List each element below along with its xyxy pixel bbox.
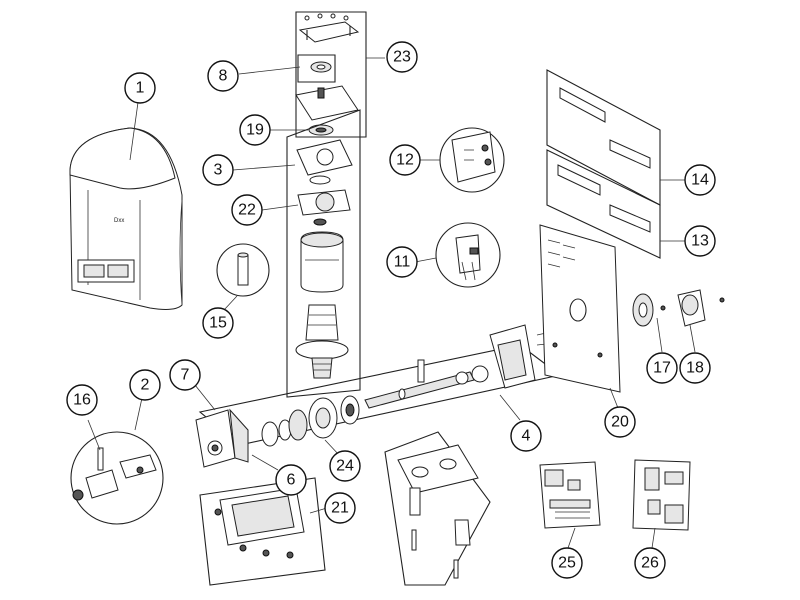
svg-text:Dxx: Dxx — [114, 218, 124, 224]
part-14-rack-cover — [546, 69, 685, 206]
svg-text:3: 3 — [214, 162, 223, 179]
svg-text:1: 1 — [136, 80, 145, 97]
svg-text:22: 22 — [238, 202, 256, 219]
part-7-bracket — [194, 384, 279, 471]
part-8-spacer — [238, 54, 336, 83]
housing-brand-logo: Dxx — [114, 218, 124, 224]
svg-text:15: 15 — [209, 315, 227, 332]
callout-22: 22 — [231, 194, 263, 226]
callout-11: 11 — [386, 246, 418, 278]
callout-7: 7 — [169, 359, 201, 391]
part-11-switch — [414, 222, 501, 288]
motor-assembly-3 — [232, 109, 361, 398]
part-12-plate — [420, 127, 505, 193]
gearbox-base-4 — [198, 324, 566, 447]
callout-15: 15 — [202, 307, 234, 339]
callout-6: 6 — [275, 464, 307, 496]
callout-19: 19 — [239, 114, 271, 146]
svg-text:4: 4 — [522, 428, 531, 445]
svg-text:26: 26 — [641, 555, 659, 572]
callout-13: 13 — [684, 225, 716, 257]
svg-text:23: 23 — [393, 49, 411, 66]
part-18-cap — [677, 289, 725, 353]
callout-24: 24 — [329, 450, 361, 482]
svg-text:13: 13 — [691, 233, 709, 250]
foundation-plate — [384, 431, 491, 586]
svg-text:17: 17 — [653, 360, 671, 377]
callout-12: 12 — [389, 144, 421, 176]
svg-text:2: 2 — [141, 377, 150, 394]
callout-23: 23 — [386, 41, 418, 73]
callout-1: 1 — [124, 72, 156, 104]
callout-4: 4 — [510, 420, 542, 452]
svg-text:16: 16 — [73, 392, 91, 409]
part-21-slide-plate — [199, 477, 328, 586]
bracket-group-23 — [295, 11, 385, 138]
part-15-pin — [216, 243, 270, 311]
svg-text:18: 18 — [686, 360, 704, 377]
callout-17: 17 — [646, 352, 678, 384]
callout-3: 3 — [202, 154, 234, 186]
callout-18: 18 — [679, 352, 711, 384]
callout-2: 2 — [129, 369, 161, 401]
svg-text:19: 19 — [246, 122, 264, 139]
svg-text:14: 14 — [691, 172, 709, 189]
callout-21: 21 — [324, 492, 356, 524]
svg-text:20: 20 — [611, 414, 629, 431]
part-2-inset — [70, 397, 164, 525]
callout-26: 26 — [634, 547, 666, 579]
part-17-pinion — [632, 293, 666, 353]
part-25-control-board — [539, 461, 601, 549]
callout-8: 8 — [207, 60, 239, 92]
svg-text:11: 11 — [394, 254, 411, 271]
part-26-control-board — [632, 459, 691, 549]
callout-20: 20 — [604, 406, 636, 438]
housing-cover: Dxx — [69, 127, 183, 310]
svg-text:24: 24 — [336, 458, 354, 475]
svg-text:6: 6 — [287, 472, 296, 489]
callout-14: 14 — [684, 164, 716, 196]
svg-text:8: 8 — [219, 68, 228, 85]
svg-text:25: 25 — [558, 555, 576, 572]
part-19-plate — [270, 85, 359, 136]
part-13-rack-cover — [546, 149, 685, 259]
svg-text:7: 7 — [181, 367, 190, 384]
callout-25: 25 — [551, 547, 583, 579]
callout-16: 16 — [66, 384, 98, 416]
svg-text:12: 12 — [396, 152, 414, 169]
part-20-back-plate — [539, 224, 621, 409]
svg-text:21: 21 — [331, 500, 349, 517]
